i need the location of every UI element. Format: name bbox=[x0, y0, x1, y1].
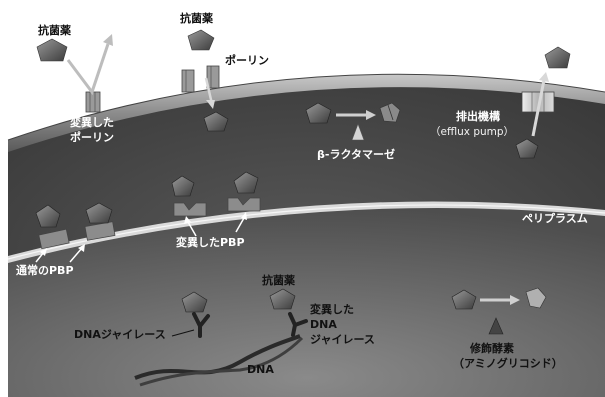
porin-channel bbox=[182, 66, 219, 92]
mutated-gyrase-label-2: DNA bbox=[310, 318, 337, 331]
mutated-gyrase-label-1: 変異した bbox=[310, 302, 354, 316]
antibiotic-shape-efflux-out bbox=[545, 47, 570, 68]
dna-label: DNA bbox=[247, 363, 274, 376]
antibiotic-label-top-left: 抗菌薬 bbox=[38, 23, 72, 37]
mutated-porin-label-2: ポーリン bbox=[70, 130, 114, 144]
modifying-enzyme-label-2: （アミノグリコシド） bbox=[453, 356, 563, 370]
mutated-pbp-label: 変異したPBP bbox=[176, 235, 245, 249]
antibiotic-label-top-mid: 抗菌薬 bbox=[180, 11, 214, 25]
antibiotic-shape-top-left bbox=[37, 39, 67, 61]
dna-gyrase-label: DNAジャイレース bbox=[74, 328, 166, 341]
periplasm-label: ペリプラスム bbox=[522, 211, 588, 225]
mutated-porin bbox=[86, 92, 100, 112]
rebound-arrow bbox=[68, 44, 108, 92]
mutated-gyrase-label-3: ジャイレース bbox=[310, 333, 375, 346]
antibiotic-label-bottom: 抗菌薬 bbox=[262, 273, 296, 287]
antibiotic-shape-top-mid bbox=[188, 30, 214, 50]
porin-label: ポーリン bbox=[225, 53, 269, 67]
modifying-enzyme-label-1: 修飾酵素 bbox=[469, 341, 514, 355]
beta-lactamase-label: β-ラクタマーゼ bbox=[317, 147, 395, 161]
normal-pbp-label: 通常のPBP bbox=[16, 263, 74, 277]
efflux-label-2: （efflux pump） bbox=[430, 126, 514, 138]
efflux-label-1: 排出機構 bbox=[456, 109, 500, 123]
mutated-porin-label-1: 変異した bbox=[70, 115, 114, 129]
